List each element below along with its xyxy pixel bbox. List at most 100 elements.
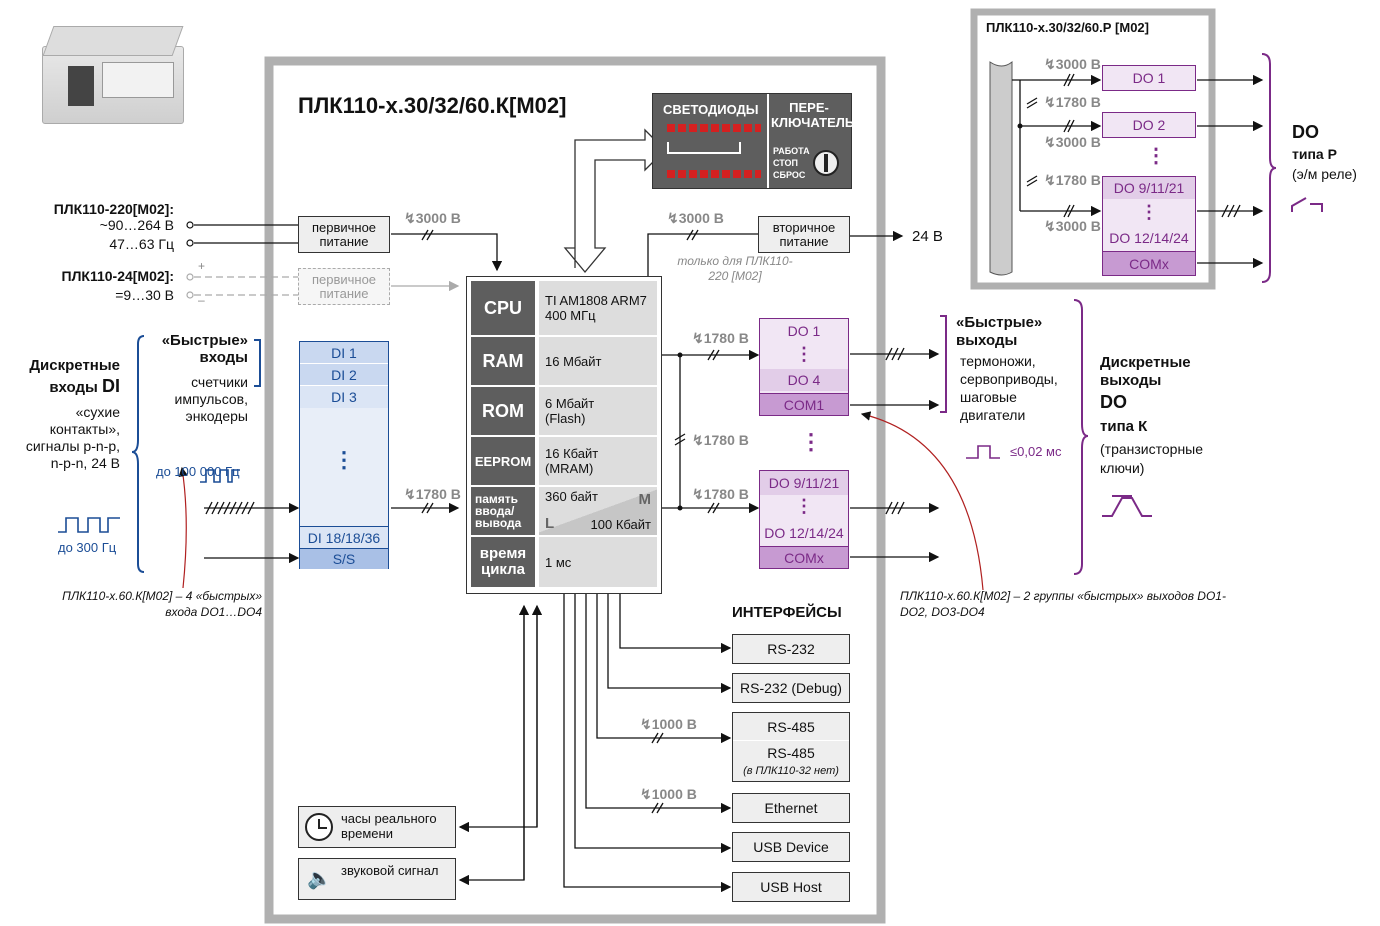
power-24-voltage: =9…30 В <box>0 287 174 303</box>
di-item: DI 1 <box>300 342 388 364</box>
iface-rs232: RS-232 <box>732 634 850 664</box>
io-memory-l: 100 Кбайт <box>591 517 651 532</box>
io-memory-value: 360 байт M L 100 Кбайт <box>539 487 657 535</box>
run-label: РАБОТА <box>773 146 810 156</box>
io-memory-m: 360 байт <box>545 489 598 504</box>
rom-label: ROM <box>471 387 535 435</box>
do-k-isolation-2: ↯1780 В <box>692 432 749 448</box>
iface-isolation-1: ↯1000 В <box>640 716 697 732</box>
only-for-note: только для ПЛК110-220 [М02] <box>676 254 794 284</box>
secondary-power: вторичное питание <box>758 216 850 253</box>
isolation-3000-primary: ↯3000 В <box>404 210 461 226</box>
cpu-label: CPU <box>471 281 535 335</box>
do-k-com: COM1 <box>760 393 848 415</box>
fast-inputs-desc: счетчики импульсов, энкодеры <box>160 374 248 425</box>
primary-power-220: первичное питание <box>298 216 390 253</box>
cpu-core-block: CPU TI AM1808 ARM7 400 МГц RAM 16 Мбайт … <box>466 276 662 594</box>
iface-isolation-2: ↯1000 В <box>640 786 697 802</box>
plus-sign: + <box>198 258 205 274</box>
sound-block: 🔈 звуковой сигнал <box>298 858 456 900</box>
di-item: DI 3 <box>300 386 388 408</box>
relay-group-dots: ⋮ <box>1103 199 1195 225</box>
do-k-item: DO 4 <box>760 369 848 391</box>
di-heading-1: Дискретные <box>0 358 120 374</box>
di-item-last: DI 18/18/36 <box>300 526 388 548</box>
relay-isolation: ↯3000 В <box>1044 134 1101 150</box>
relay-do-item: DO 12/14/24 <box>1103 227 1195 249</box>
do-k-com: COMx <box>760 546 848 568</box>
power-24-title: ПЛК110-24[М02]: <box>0 268 174 284</box>
switch-label: ПЕРЕ-КЛЮЧАТЕЛЬ <box>771 100 847 130</box>
iface-rs485-1: RS-485 <box>733 713 849 741</box>
minus-sign: – <box>198 292 205 308</box>
primary-power-24: первичное питание <box>298 268 390 305</box>
relay-title: ПЛК110-х.30/32/60.Р [М02] <box>986 20 1149 36</box>
led-row-1 <box>667 124 761 132</box>
di-freq-fast: до 100 000 Гц <box>156 464 240 480</box>
relay-type-desc: (э/м реле) <box>1292 166 1357 182</box>
stop-label: СТОП <box>773 158 798 168</box>
io-memory-m-tag: M <box>639 491 652 508</box>
relay-isolation: ↯1780 В <box>1044 94 1101 110</box>
do-k-dots: ⋮ <box>760 341 848 367</box>
relay-do-item: DO 9/11/21 <box>1103 177 1195 199</box>
di-isolation: ↯1780 В <box>404 486 461 502</box>
reset-label: СБРОС <box>773 170 805 180</box>
cycle-label: время цикла <box>471 537 535 587</box>
do-k-type-desc: (транзисторные ключи) <box>1100 440 1230 478</box>
fast-outputs-title: «Быстрые» выходы <box>956 314 1056 350</box>
power-220-frequency: 47…63 Гц <box>0 236 174 252</box>
relay-do-item: DO 2 <box>1102 112 1196 138</box>
interfaces-title: ИНТЕРФЕЙСЫ <box>732 605 842 621</box>
io-memory-l-tag: L <box>545 515 554 532</box>
do-k-heading-do: DO <box>1100 394 1127 410</box>
di-description: «сухие контакты», сигналы p-n-p, n-p-n, … <box>14 404 120 472</box>
iface-rs485-block: RS-485 RS-485 (в ПЛК110-32 нет) <box>732 712 850 782</box>
di-item: DI 2 <box>300 364 388 386</box>
speaker-icon: 🔈 <box>307 869 332 889</box>
cpu-value: TI AM1808 ARM7 400 МГц <box>539 281 657 335</box>
relay-isolation: ↯1780 В <box>1044 172 1101 188</box>
do-k-dots: ⋮ <box>760 493 848 519</box>
output-24v: 24 В <box>912 229 943 245</box>
relay-group: DO 9/11/21 ⋮ DO 12/14/24 COMx <box>1102 176 1196 276</box>
di-heading-2: входы <box>49 379 98 396</box>
fast-outputs-time: ≤0,02 мс <box>1010 444 1062 460</box>
relay-dots: ⋮ <box>1146 145 1166 167</box>
di-heading-2-row: входы DI <box>0 376 120 397</box>
cycle-value: 1 мс <box>539 537 657 587</box>
eeprom-value: 16 Кбайт (MRAM) <box>539 437 657 485</box>
relay-isolation: ↯3000 В <box>1044 56 1101 72</box>
rom-value: 6 Мбайт (Flash) <box>539 387 657 435</box>
do-k-item: DO 9/11/21 <box>760 471 848 495</box>
iface-ethernet: Ethernet <box>732 793 850 823</box>
relay-do-item: DO 1 <box>1102 65 1196 91</box>
isolation-3000-secondary: ↯3000 В <box>667 210 724 226</box>
mode-switch-knob[interactable] <box>813 150 839 176</box>
power-220-title: ПЛК110-220[М02]: <box>0 201 174 217</box>
di-freq-slow: до 300 Гц <box>58 540 116 556</box>
do-k-isolation-3: ↯1780 В <box>692 486 749 502</box>
di-note: ПЛК110-х.60.К[М02] – 4 «быстрых» входа D… <box>62 588 262 620</box>
leds-label: СВЕТОДИОДЫ <box>663 102 759 117</box>
rtc-block: часы реального времени <box>298 806 456 848</box>
do-k-item: DO 1 <box>760 319 848 343</box>
do-k-group-1: DO 1 ⋮ DO 4 COM1 <box>759 318 849 416</box>
di-heading-di: DI <box>102 376 120 396</box>
do-k-heading: Дискретные выходы <box>1100 354 1210 390</box>
io-memory-label: память ввода/ вывода <box>471 487 535 535</box>
iface-rs485-note: (в ПЛК110-32 нет) <box>733 763 849 779</box>
do-k-type: типа К <box>1100 419 1147 435</box>
indicator-panel: СВЕТОДИОДЫ ПЕРЕ-КЛЮЧАТЕЛЬ РАБОТА СТОП СБ… <box>652 93 852 189</box>
clock-icon <box>305 813 333 841</box>
fast-outputs-desc: термоножи, сервоприводы, шаговые двигате… <box>960 352 1070 424</box>
plc-device-image <box>38 16 188 124</box>
led-row-2 <box>667 170 761 178</box>
relay-isolation: ↯3000 В <box>1044 218 1101 234</box>
main-title: ПЛК110-х.30/32/60.К[М02] <box>298 93 566 119</box>
relay-com: COMx <box>1103 251 1195 275</box>
di-ss: S/S <box>300 548 388 569</box>
eeprom-label: EEPROM <box>471 437 535 485</box>
iface-usb-device: USB Device <box>732 832 850 862</box>
rtc-label: часы реального времени <box>341 811 453 841</box>
